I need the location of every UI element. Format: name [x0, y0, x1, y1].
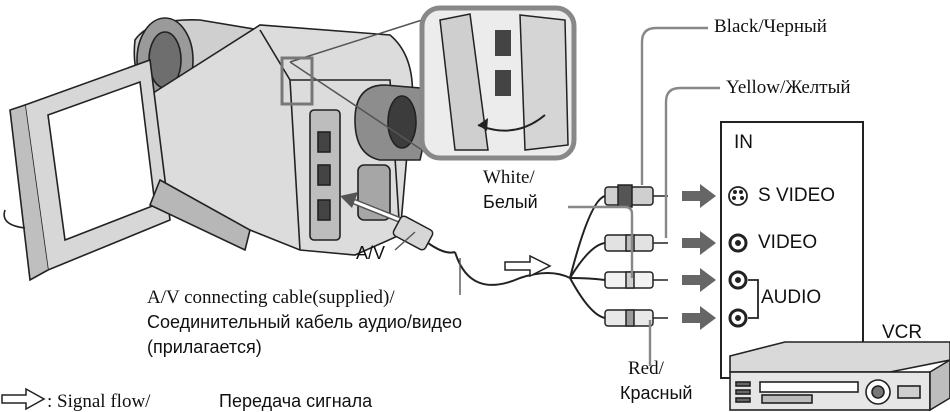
svideo-jack-icon	[728, 186, 748, 206]
jack-insert-arrow	[340, 192, 407, 225]
vcr-input-panel-frame	[720, 121, 864, 379]
vcr-deck	[729, 341, 950, 412]
black-cable-label: Black/Черный	[714, 16, 827, 37]
yellow-cable-label: Yellow/Желтый	[726, 77, 851, 98]
vcr-panel-title: IN	[734, 132, 753, 153]
cable-label-en: A/V connecting cable(supplied)/	[147, 287, 395, 308]
white-plug-label-ru: Белый	[483, 192, 538, 212]
red-plug-label-ru: Красный	[620, 383, 693, 403]
cable-label-ru: Соединительный кабель аудио/видео	[147, 312, 463, 332]
cable-label-ru-supplied: (прилагается)	[147, 337, 262, 357]
white-plug-label-en: White/	[483, 167, 535, 188]
video-jack-label: VIDEO	[758, 232, 818, 253]
legend-signal-label-en: : Signal flow/	[47, 391, 151, 412]
av-cable	[392, 215, 571, 295]
panel-jacks	[728, 186, 759, 328]
av-jack-label: A/V	[356, 243, 386, 263]
red-plug-label-en: Red/	[628, 358, 664, 379]
fanout-cables	[569, 195, 606, 319]
plugs	[604, 184, 668, 327]
legend-signal-arrow	[1, 387, 46, 411]
leader-lines	[568, 26, 720, 366]
camcorder-illustration	[3, 17, 426, 282]
svideo-jack-label: S VIDEO	[758, 185, 836, 206]
input-arrows	[682, 184, 716, 330]
inset-zoom-box	[280, 5, 577, 161]
vcr-label: VCR	[882, 322, 923, 343]
vcr-cassette-slot	[759, 381, 859, 393]
signal-flow-arrow	[504, 254, 552, 278]
legend-signal-label-ru: Передача сигнала	[219, 391, 373, 411]
audio-jack-label: AUDIO	[761, 287, 822, 308]
